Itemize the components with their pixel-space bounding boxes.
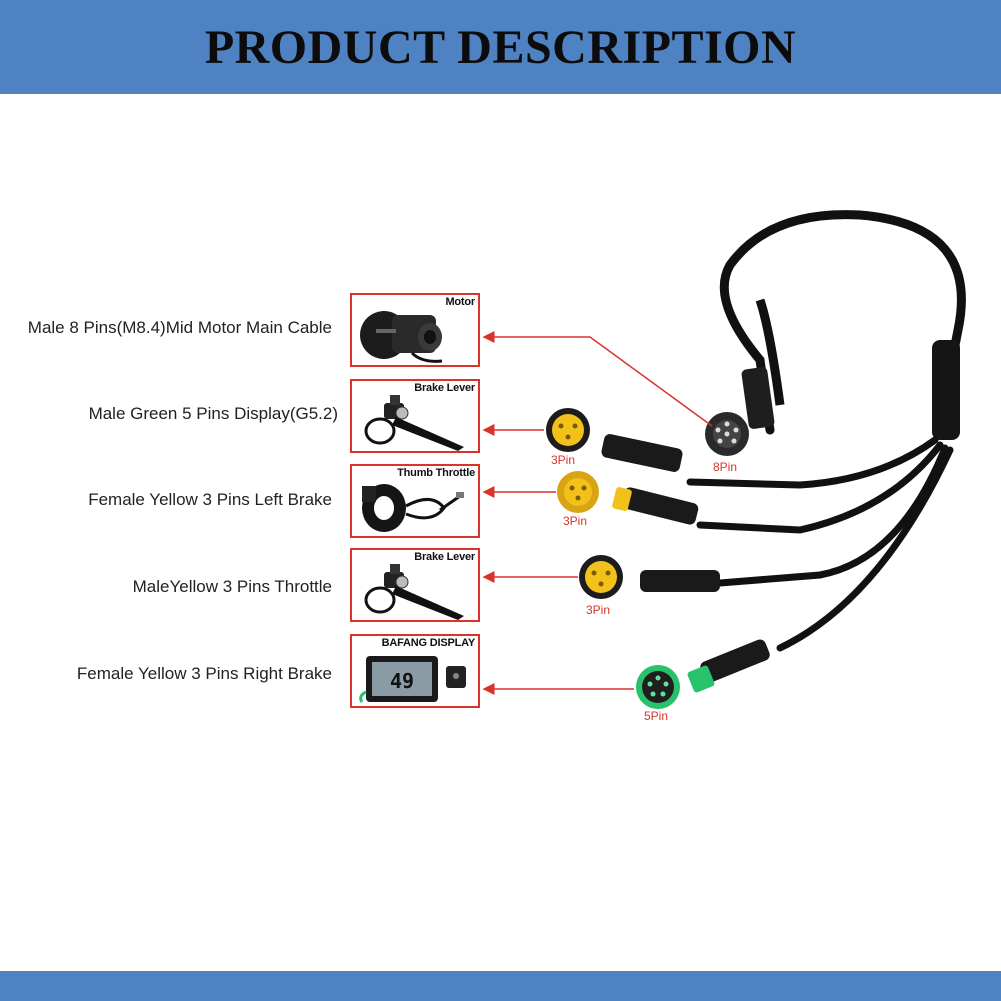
- pin-label-3pin-3: 3Pin: [586, 603, 611, 617]
- pin-label-3pin-1: 3Pin: [551, 453, 576, 467]
- plug-bodies: [601, 434, 770, 693]
- pin-label-3pin-2: 3Pin: [563, 514, 588, 528]
- card-brake-lever-2: Brake Lever: [350, 548, 480, 622]
- card-title-motor: Motor: [445, 296, 475, 308]
- card-title-brake-lever-2: Brake Lever: [414, 551, 475, 563]
- connector-8pin: [705, 412, 749, 456]
- card-motor: Motor: [350, 293, 480, 367]
- thumb-throttle-icon: [362, 484, 464, 532]
- display-icon: 49: [359, 656, 466, 703]
- splitter-body: [932, 340, 960, 440]
- connector-5pin: [636, 665, 680, 709]
- page-title: PRODUCT DESCRIPTION: [204, 20, 797, 74]
- card-title-display: BAFANG DISPLAY: [381, 637, 476, 649]
- label-throttle: MaleYellow 3 Pins Throttle: [132, 577, 332, 596]
- display-screen-value: 49: [390, 669, 414, 693]
- main-cable: [719, 210, 966, 440]
- connector-3pin-3: [579, 555, 623, 599]
- label-display: Male Green 5 Pins Display(G5.2): [88, 404, 338, 423]
- brake-lever-icon: [364, 564, 464, 620]
- card-thumb-throttle: Thumb Throttle: [350, 464, 480, 538]
- connector-3pin-1: [546, 408, 590, 452]
- card-brake-lever-1: Brake Lever: [350, 379, 480, 453]
- footer-bar: [0, 971, 1001, 1001]
- header-banner: PRODUCT DESCRIPTION: [0, 0, 1001, 94]
- label-left-brake: Female Yellow 3 Pins Left Brake: [88, 490, 332, 509]
- pin-label-8pin: 8Pin: [713, 460, 738, 474]
- motor-icon: [360, 311, 443, 363]
- card-title-brake-lever-1: Brake Lever: [414, 382, 475, 394]
- pin-label-5pin: 5Pin: [644, 709, 669, 723]
- label-main-cable: Male 8 Pins(M8.4)Mid Motor Main Cable: [27, 318, 332, 337]
- callout-arrows: [482, 331, 713, 695]
- card-title-thumb-throttle: Thumb Throttle: [397, 467, 475, 479]
- brake-lever-icon: [364, 395, 464, 451]
- label-right-brake: Female Yellow 3 Pins Right Brake: [76, 664, 332, 683]
- card-display: 49 BAFANG DISPLAY: [350, 634, 480, 708]
- connector-3pin-2: [557, 471, 599, 513]
